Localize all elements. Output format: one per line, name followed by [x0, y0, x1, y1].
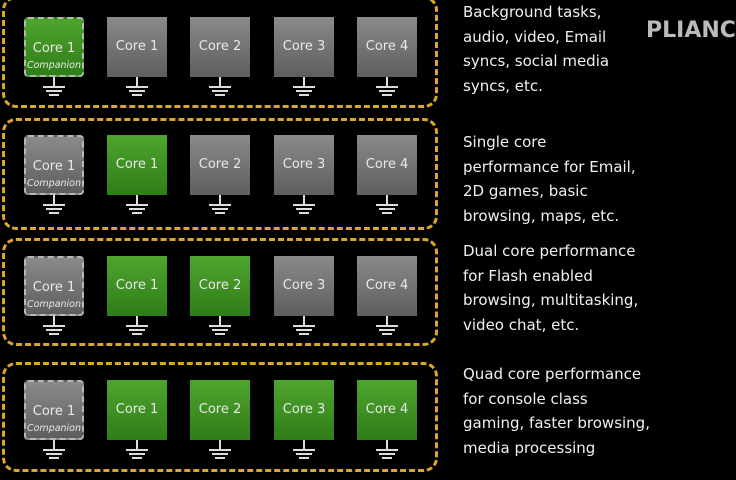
mode-description: Single core performance for Email, 2D ga…	[463, 133, 636, 225]
core-label: Core 1	[115, 278, 159, 293]
mode-row-2	[2, 118, 438, 230]
core-sublabel: Companion	[26, 423, 82, 434]
mode-description: Background tasks, audio, video, Email sy…	[463, 3, 610, 95]
ground-icon	[375, 316, 399, 335]
core-label: Core 2	[198, 278, 242, 293]
ground-icon	[375, 440, 399, 459]
core-label: Core 4	[365, 278, 409, 293]
core-1: Core 1	[107, 135, 167, 195]
core-label: Core 3	[282, 39, 326, 54]
core-label: Core 3	[282, 402, 326, 417]
ground-icon	[125, 316, 149, 335]
mode-row-4	[2, 362, 438, 472]
ground-icon	[375, 77, 399, 96]
ground-icon	[42, 440, 66, 459]
core-3: Core 3	[274, 256, 334, 316]
companion-core: Core 1 Companion	[24, 380, 84, 440]
core-4: Core 4	[357, 380, 417, 440]
core-label: Core 3	[282, 157, 326, 172]
mode-row-3	[2, 238, 438, 346]
core-2: Core 2	[190, 380, 250, 440]
ground-icon	[292, 440, 316, 459]
mode-row-1	[2, 0, 438, 108]
ground-icon	[125, 77, 149, 96]
core-4: Core 4	[357, 17, 417, 77]
ground-icon	[208, 440, 232, 459]
core-label: Core 1	[32, 280, 76, 295]
core-label: Core 2	[198, 402, 242, 417]
core-label: Core 1	[115, 402, 159, 417]
companion-core: Core 1 Companion	[24, 17, 84, 77]
core-3: Core 3	[274, 17, 334, 77]
ground-icon	[42, 316, 66, 335]
core-label: Core 2	[198, 39, 242, 54]
core-4: Core 4	[357, 135, 417, 195]
ground-icon	[208, 77, 232, 96]
ground-icon	[292, 316, 316, 335]
ground-icon	[125, 440, 149, 459]
core-label: Core 1	[32, 404, 76, 419]
ground-icon	[375, 195, 399, 214]
core-2: Core 2	[190, 135, 250, 195]
core-label: Core 4	[365, 402, 409, 417]
core-sublabel: Companion	[26, 299, 82, 310]
core-3: Core 3	[274, 135, 334, 195]
core-sublabel: Companion	[26, 60, 82, 71]
core-sublabel: Companion	[26, 178, 82, 189]
ground-icon	[42, 77, 66, 96]
core-3: Core 3	[274, 380, 334, 440]
companion-core: Core 1 Companion	[24, 256, 84, 316]
mode-description: Dual core performance for Flash enabled …	[463, 242, 639, 334]
ground-icon	[42, 195, 66, 214]
core-label: Core 1	[115, 157, 159, 172]
core-1: Core 1	[107, 380, 167, 440]
ground-icon	[208, 195, 232, 214]
ground-icon	[208, 316, 232, 335]
core-label: Core 1	[32, 41, 76, 56]
watermark-logo: PLIANCE	[646, 18, 736, 43]
core-label: Core 2	[198, 157, 242, 172]
core-4: Core 4	[357, 256, 417, 316]
core-label: Core 1	[115, 39, 159, 54]
core-2: Core 2	[190, 17, 250, 77]
ground-icon	[292, 195, 316, 214]
core-label: Core 3	[282, 278, 326, 293]
core-label: Core 4	[365, 39, 409, 54]
companion-core: Core 1 Companion	[24, 135, 84, 195]
ground-icon	[292, 77, 316, 96]
core-label: Core 4	[365, 157, 409, 172]
core-2: Core 2	[190, 256, 250, 316]
mode-description: Quad core performance for console class …	[463, 365, 650, 457]
core-label: Core 1	[32, 159, 76, 174]
ground-icon	[125, 195, 149, 214]
core-1: Core 1	[107, 17, 167, 77]
core-1: Core 1	[107, 256, 167, 316]
